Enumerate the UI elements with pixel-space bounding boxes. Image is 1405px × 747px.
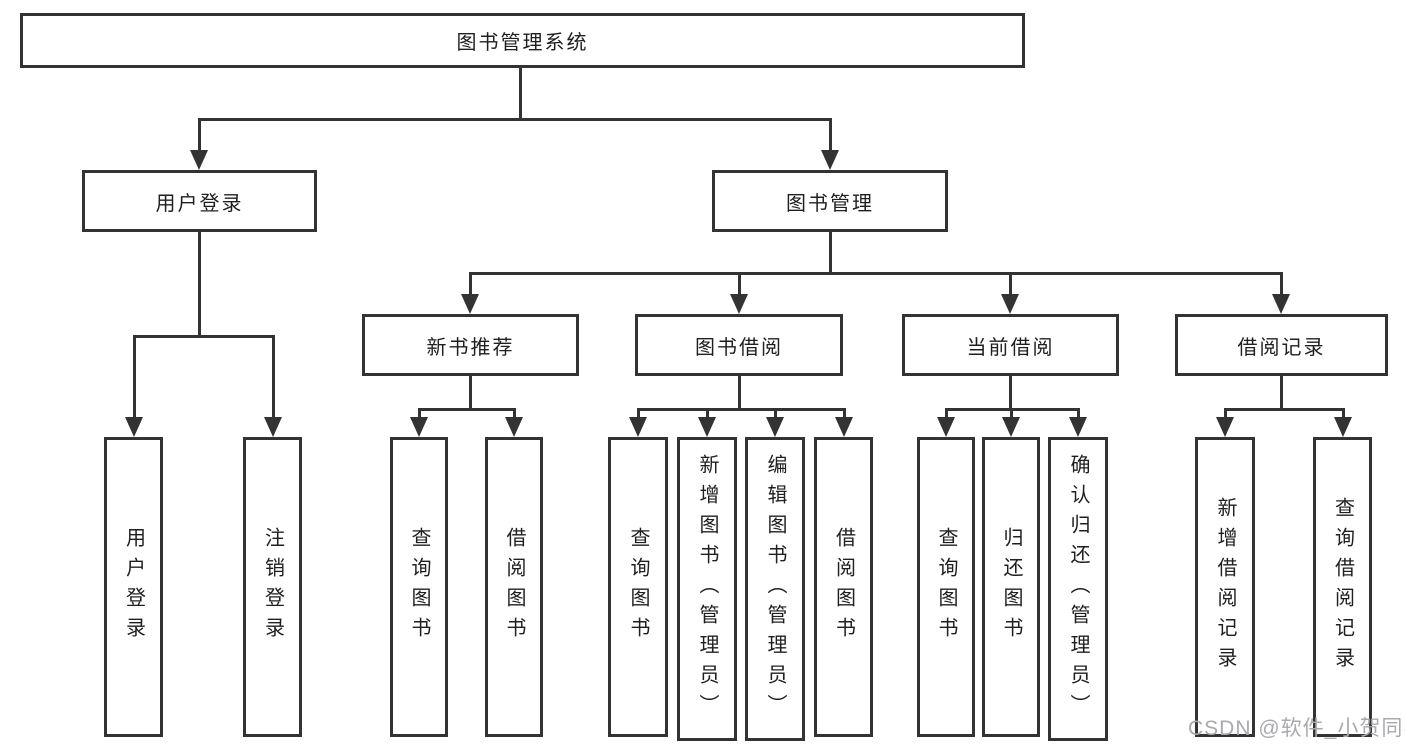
connector-arrowhead	[264, 417, 282, 437]
connector-line	[1009, 376, 1012, 410]
connector-line	[1224, 408, 1344, 411]
node-label: 确认归还（管理员）	[1067, 454, 1089, 724]
connector-arrowhead	[1002, 417, 1020, 437]
connector-line	[1077, 408, 1080, 420]
connector-arrowhead	[1216, 417, 1234, 437]
node-label: 当前借阅	[966, 336, 1055, 359]
node-new-book-recommend: 新书推荐	[362, 314, 579, 376]
connector-line	[637, 408, 640, 420]
node-label: 借阅记录	[1237, 336, 1326, 359]
connector-arrowhead	[1334, 417, 1352, 437]
node-query-books-recommend: 查询图书	[390, 437, 448, 737]
node-label: 用户登录	[122, 527, 145, 647]
connector-line	[738, 376, 741, 410]
watermark: CSDN @软件_小贺同学	[1188, 717, 1405, 740]
connector-line	[418, 408, 516, 411]
connector-line	[1280, 272, 1283, 296]
node-library-system: 图书管理系统	[20, 13, 1025, 68]
node-logout: 注销登录	[243, 437, 302, 737]
connector-line	[1010, 408, 1013, 420]
node-book-borrow: 图书借阅	[635, 314, 843, 376]
node-borrow-record: 借阅记录	[1175, 314, 1388, 376]
connector-line	[1280, 376, 1283, 410]
connector-line	[469, 376, 472, 410]
node-label: 新增图书（管理员）	[696, 454, 718, 724]
node-label: 图书借阅	[695, 336, 783, 359]
connector-arrowhead	[190, 150, 208, 170]
node-add-borrow-record: 新增借阅记录	[1195, 437, 1255, 737]
connector-arrowhead	[629, 417, 647, 437]
connector-line	[706, 408, 709, 420]
connector-arrowhead	[1001, 294, 1019, 314]
node-book-management: 图书管理	[712, 170, 948, 232]
node-user-login: 用户登录	[82, 170, 317, 232]
connector-line	[738, 272, 741, 296]
connector-arrowhead	[937, 417, 955, 437]
node-confirm-return-admin: 确认归还（管理员）	[1048, 437, 1108, 741]
connector-line	[637, 408, 845, 411]
connector-line	[1224, 408, 1227, 420]
connector-arrowhead	[1272, 294, 1290, 314]
connector-arrowhead	[766, 417, 784, 437]
connector-line	[1342, 408, 1345, 420]
node-return-books: 归还图书	[982, 437, 1040, 737]
node-borrow-books-recommend: 借阅图书	[485, 437, 543, 737]
node-current-borrow: 当前借阅	[902, 314, 1119, 376]
connector-arrowhead	[505, 417, 523, 437]
connector-arrowhead	[821, 150, 839, 170]
connector-line	[418, 408, 421, 420]
node-borrow-books: 借阅图书	[814, 437, 873, 737]
connector-arrowhead	[461, 294, 479, 314]
node-label: 注销登录	[261, 527, 284, 647]
node-label: 编辑图书（管理员）	[764, 454, 786, 724]
node-login: 用户登录	[104, 437, 163, 737]
connector-line	[272, 335, 275, 419]
connector-line	[1009, 272, 1012, 296]
connector-line	[519, 68, 522, 120]
connector-line	[133, 335, 275, 338]
connector-line	[829, 118, 832, 152]
connector-line	[829, 232, 832, 275]
connector-arrowhead	[730, 294, 748, 314]
connector-arrowhead	[698, 417, 716, 437]
node-label: 查询借阅记录	[1331, 497, 1354, 677]
connector-line	[513, 408, 516, 420]
node-label: 查询图书	[627, 527, 649, 647]
node-query-books-current: 查询图书	[917, 437, 975, 737]
node-query-books-borrow: 查询图书	[608, 437, 668, 737]
connector-line	[774, 408, 777, 420]
connector-line	[945, 408, 948, 420]
node-label: 借阅图书	[832, 527, 855, 647]
node-label: 图书管理	[786, 192, 874, 215]
node-label: 新增借阅记录	[1214, 497, 1236, 677]
node-label: 借阅图书	[503, 527, 525, 647]
node-add-books-admin: 新增图书（管理员）	[677, 437, 737, 741]
node-label: 查询图书	[935, 527, 957, 647]
node-query-borrow-record: 查询借阅记录	[1313, 437, 1372, 737]
connector-line	[198, 118, 201, 152]
node-label: 图书管理系统	[456, 32, 589, 54]
connector-arrowhead	[1069, 417, 1087, 437]
connector-arrowhead	[125, 417, 143, 437]
connector-arrowhead	[835, 417, 853, 437]
node-label: 查询图书	[408, 527, 430, 647]
node-label: 新书推荐	[426, 336, 515, 359]
connector-line	[469, 272, 1283, 275]
connector-line	[198, 118, 832, 121]
node-label: 归还图书	[1000, 527, 1022, 647]
connector-line	[133, 335, 136, 419]
connector-line	[469, 272, 472, 296]
node-edit-books-admin: 编辑图书（管理员）	[745, 437, 805, 741]
connector-arrowhead	[410, 417, 428, 437]
connector-line	[198, 232, 201, 338]
connector-line	[843, 408, 846, 420]
node-label: 用户登录	[155, 192, 244, 215]
